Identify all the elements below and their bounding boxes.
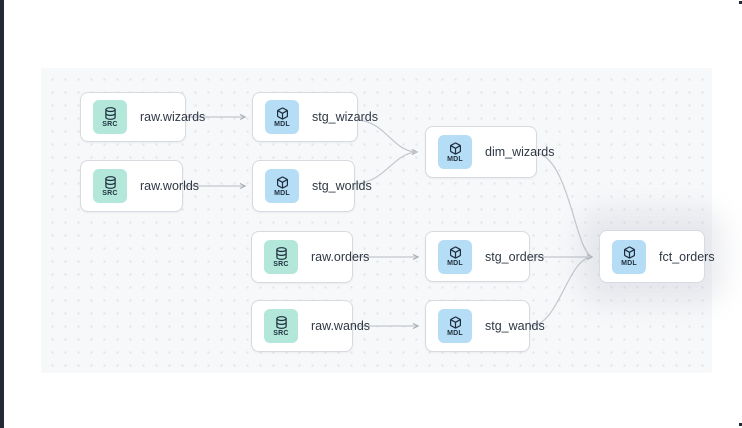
node-type-label: MDL (621, 260, 637, 267)
node-fct-orders[interactable]: MDL fct_orders (599, 230, 715, 283)
node-type-label: MDL (274, 189, 290, 197)
node-label: raw.orders (311, 250, 370, 264)
node-raw-wands[interactable]: SRC raw.wands (251, 300, 370, 352)
edge-dim-wizards-to-fct-orders (536, 152, 592, 257)
node-type-badge: SRC (93, 100, 127, 134)
node-raw-worlds[interactable]: SRC raw.worlds (80, 160, 199, 212)
node-label: dim_wizards (485, 145, 555, 159)
node-raw-wizards[interactable]: SRC raw.wizards (80, 92, 205, 142)
node-label: stg_wizards (312, 110, 378, 124)
edge-stg-wizards-to-dim-wizards (357, 119, 417, 152)
node-label: stg_wands (485, 319, 545, 333)
node-label: stg_worlds (312, 179, 372, 193)
node-type-label: MDL (447, 260, 463, 267)
node-stg-wands[interactable]: MDL stg_wands (425, 300, 545, 352)
node-label: raw.wizards (140, 110, 206, 124)
cube-icon (276, 106, 289, 120)
node-type-label: MDL (447, 155, 463, 163)
edge-stg-wands-to-fct-orders (529, 256, 592, 327)
node-label: raw.worlds (140, 179, 200, 193)
node-type-badge: MDL (265, 169, 299, 203)
node-type-badge: MDL (612, 239, 646, 274)
node-stg-worlds[interactable]: MDL stg_worlds (252, 160, 372, 212)
cube-icon (449, 141, 462, 155)
node-type-badge: MDL (438, 309, 472, 343)
database-icon (104, 175, 117, 189)
cube-icon (623, 246, 636, 259)
node-type-label: SRC (273, 329, 289, 337)
node-type-label: MDL (447, 329, 463, 337)
node-dim-wizards[interactable]: MDL dim_wizards (425, 126, 554, 178)
node-stg-orders[interactable]: MDL stg_orders (425, 231, 544, 282)
node-stg-wizards[interactable]: MDL stg_wizards (252, 92, 378, 142)
database-icon (275, 315, 288, 329)
node-label: stg_orders (485, 249, 545, 264)
cube-icon (449, 315, 462, 329)
window-corner-speck (739, 1, 742, 4)
database-icon (275, 246, 288, 260)
node-type-label: SRC (273, 260, 289, 268)
node-type-badge: SRC (264, 309, 298, 343)
node-label: fct_orders (659, 249, 715, 264)
window-corner-speck (739, 423, 742, 426)
database-icon (104, 106, 117, 120)
cube-icon (276, 175, 289, 189)
node-type-badge: MDL (438, 135, 472, 169)
node-raw-orders[interactable]: SRC raw.orders (251, 231, 369, 283)
node-type-badge: MDL (265, 100, 299, 134)
lineage-canvas[interactable]: SRC raw.wizards MDL stg_wizards SRC raw.… (41, 68, 715, 373)
node-type-badge: MDL (438, 239, 472, 274)
node-type-label: MDL (274, 120, 290, 128)
node-type-label: SRC (102, 120, 118, 128)
node-type-badge: SRC (93, 169, 127, 203)
node-label: raw.wands (311, 319, 371, 333)
cube-icon (449, 246, 462, 259)
node-type-badge: SRC (264, 240, 298, 274)
node-type-label: SRC (102, 189, 118, 197)
window-edge (0, 0, 4, 428)
